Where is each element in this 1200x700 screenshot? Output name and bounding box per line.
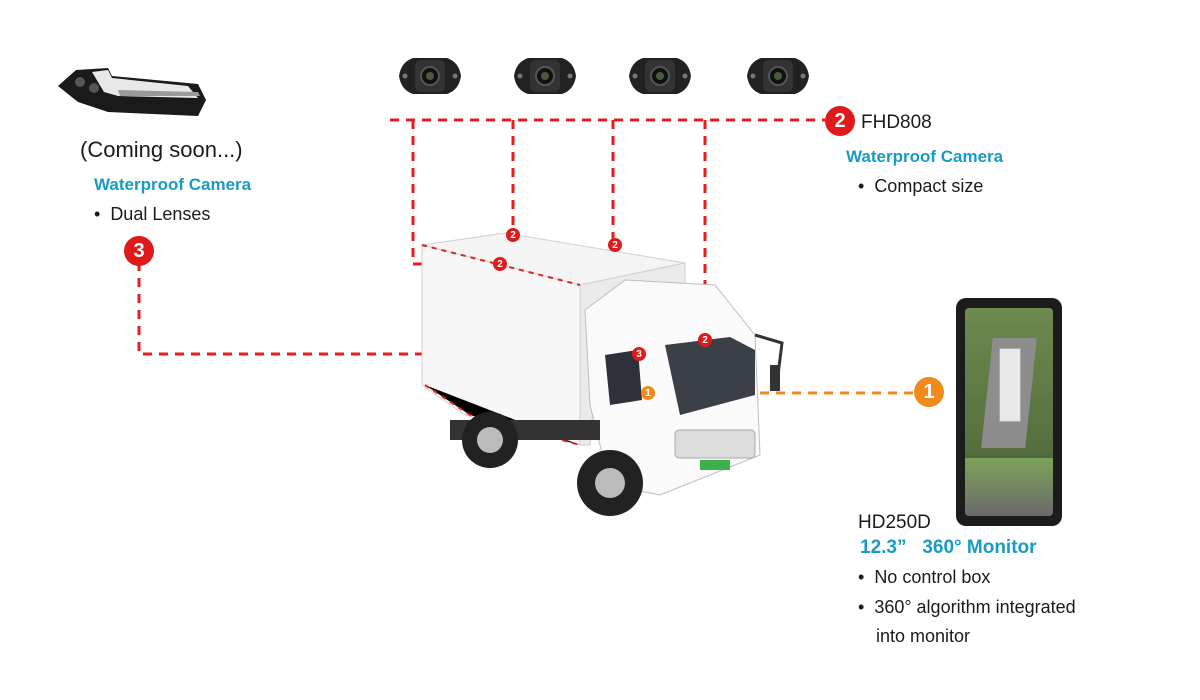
monitor-feature-2: 360° algorithm integrated (858, 597, 1075, 618)
monitor-badge: 1 (914, 377, 944, 407)
truck-marker-camera-left: 2 (493, 257, 507, 271)
camera-drop-1 (411, 120, 500, 266)
compact-camera-title: Waterproof Camera (846, 147, 1004, 166)
compact-camera-feature: Compact size (858, 176, 983, 197)
compact-camera-1 (395, 48, 465, 102)
truck-marker-camera-rear: 2 (506, 228, 520, 242)
truck-marker-camera-front: 2 (698, 333, 712, 347)
compact-camera-4 (743, 48, 813, 102)
dual-lens-camera-title: Waterproof Camera (94, 175, 252, 194)
truck-image (410, 225, 800, 525)
dual-lens-feature: Dual Lenses (94, 204, 210, 225)
monitor-feature-1: No control box (858, 567, 990, 588)
monitor-rearview (965, 458, 1053, 516)
monitor-topview (965, 308, 1053, 454)
monitor-feature-2-cont: into monitor (876, 626, 971, 646)
monitor-image (956, 298, 1062, 526)
truck-marker-dual-lens: 3 (632, 347, 646, 361)
dual-lens-camera-image (48, 62, 208, 122)
compact-camera-model: FHD808 (861, 112, 932, 133)
compact-camera-3 (625, 48, 695, 102)
truck-marker-monitor: 1 (641, 386, 655, 400)
dual-lens-badge: 3 (124, 236, 154, 266)
monitor-screen (965, 308, 1053, 516)
monitor-model: HD250D (858, 512, 931, 533)
monitor-title: 12.3” 360° Monitor (860, 537, 1037, 558)
truck-marker-camera-right: 2 (608, 238, 622, 252)
coming-soon-label: (Coming soon...) (80, 137, 243, 162)
compact-camera-badge: 2 (825, 106, 855, 136)
compact-camera-2 (510, 48, 580, 102)
